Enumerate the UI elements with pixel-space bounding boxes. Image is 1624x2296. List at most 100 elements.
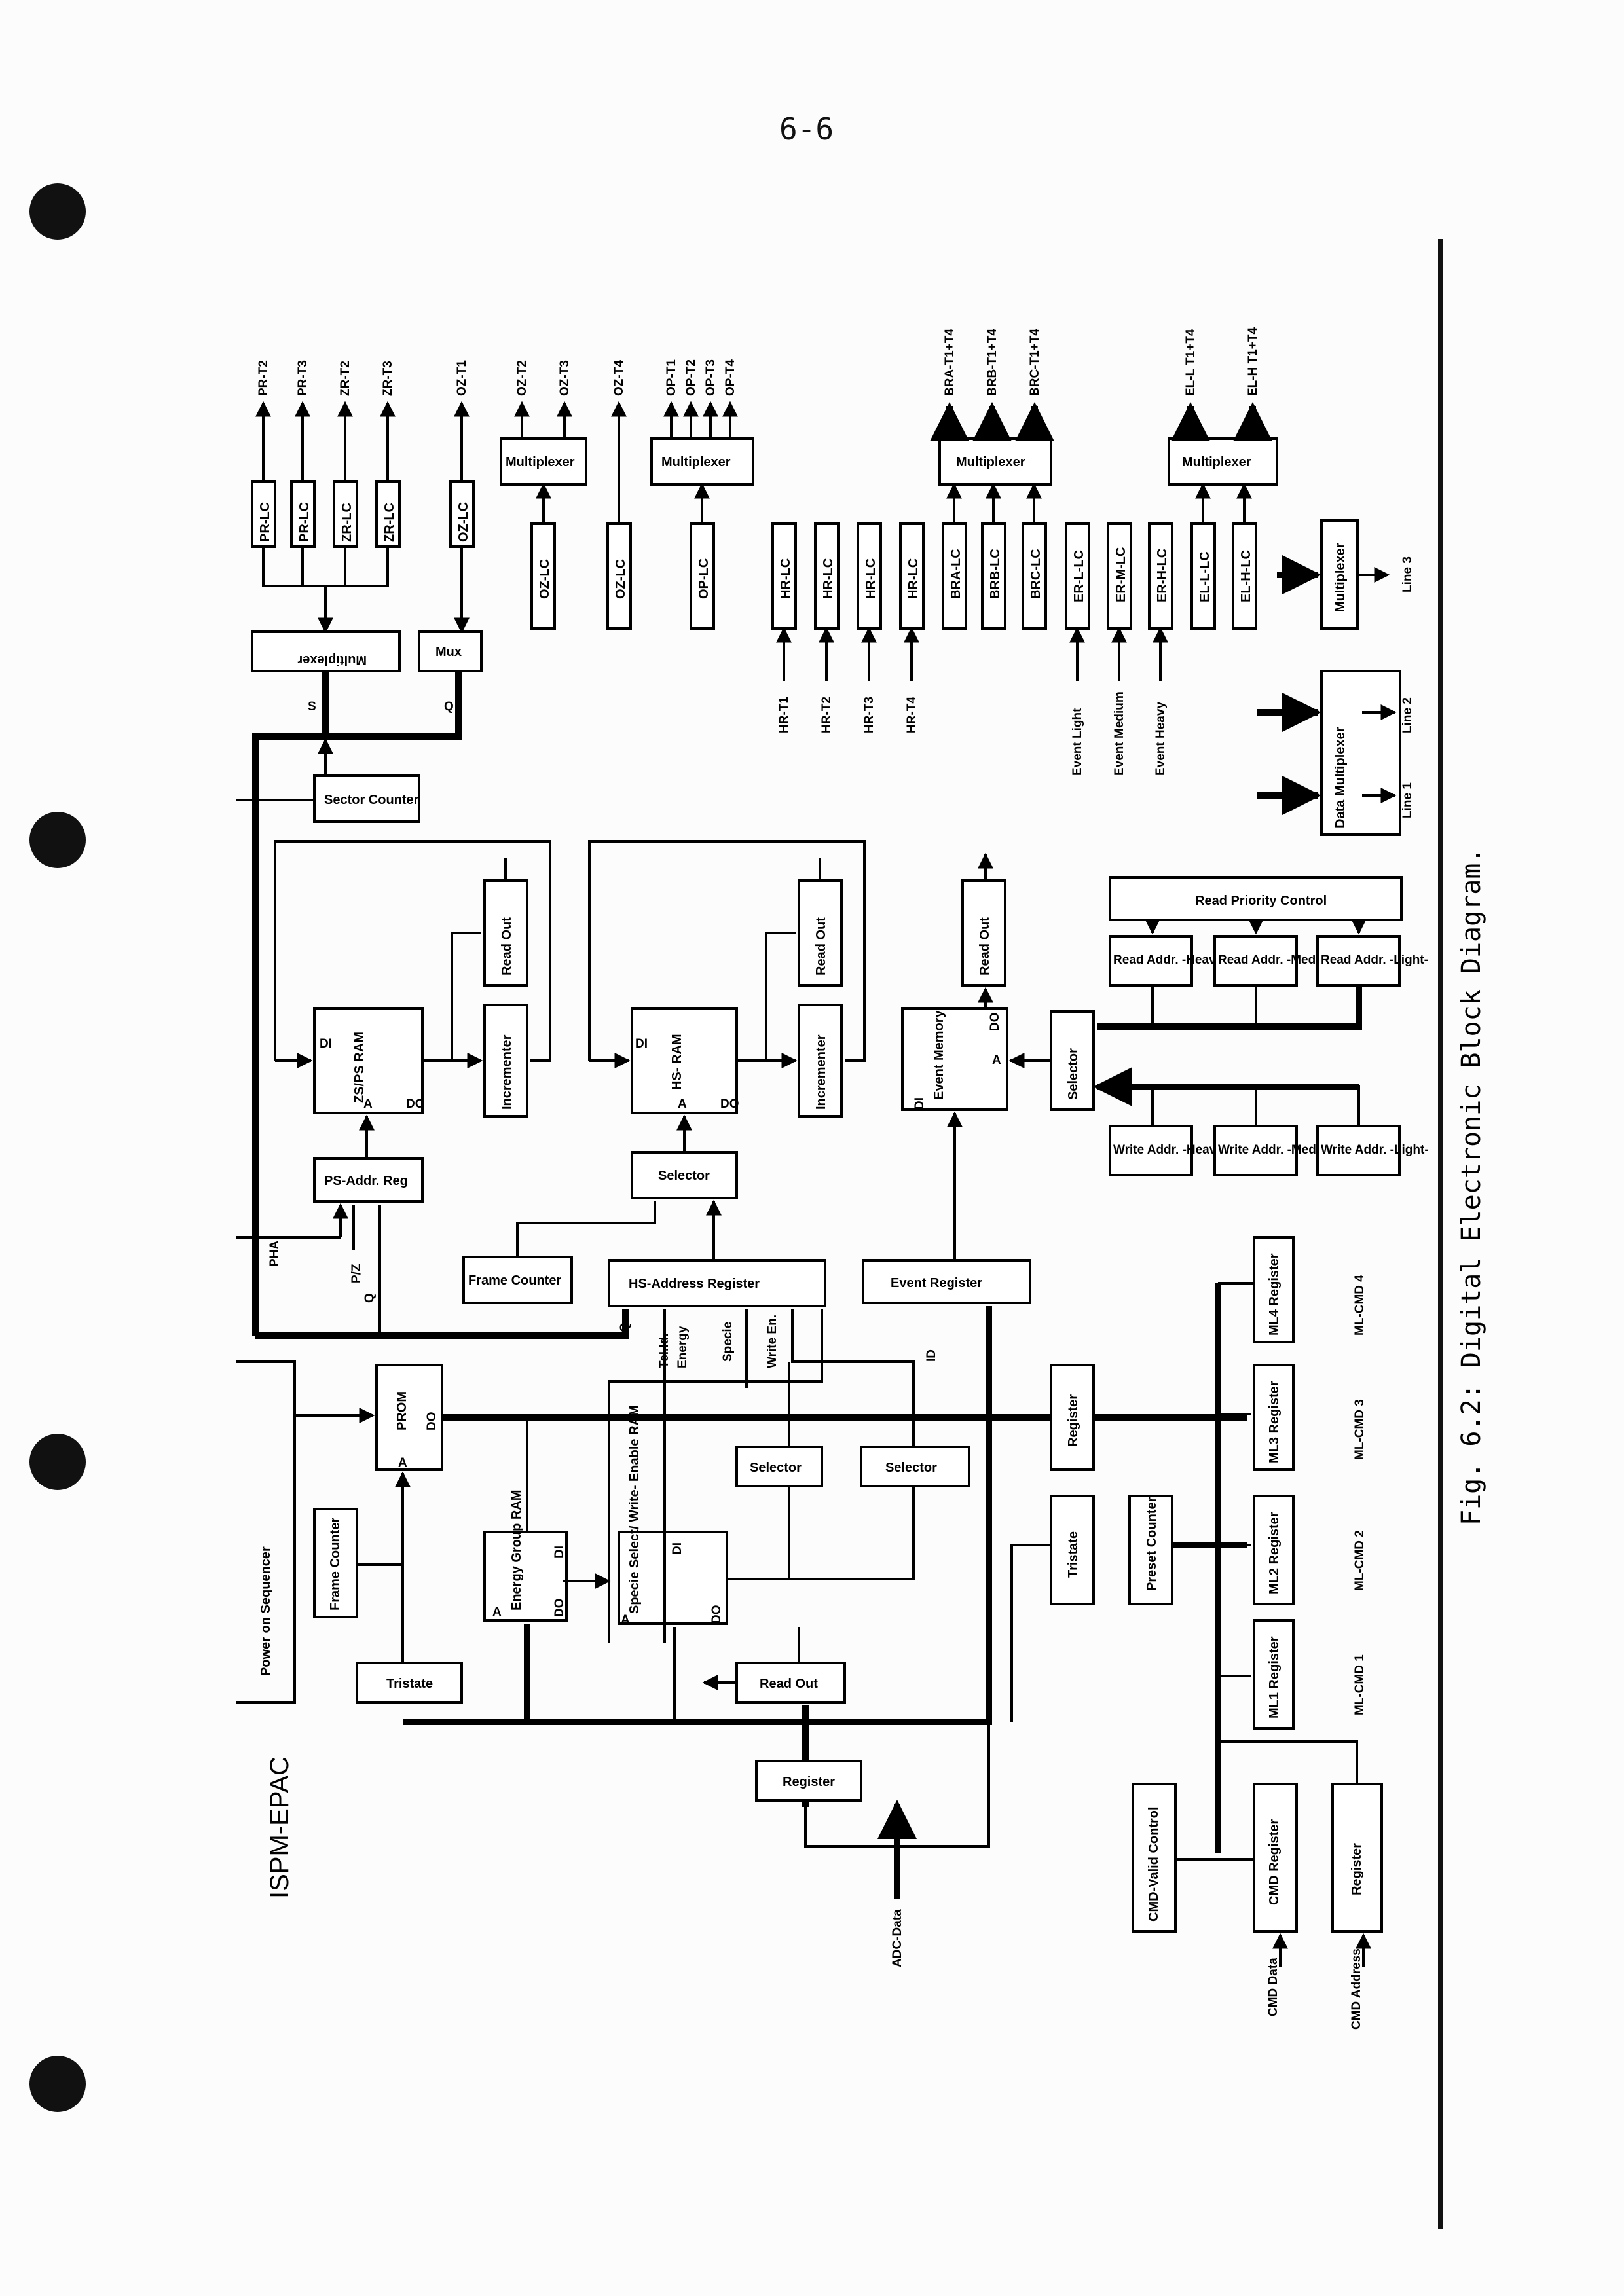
bra-lc xyxy=(942,522,967,630)
ml1-register-label: ML1 Register xyxy=(1267,1636,1282,1719)
multiplexer-el-label: Multiplexer xyxy=(1182,455,1251,469)
pr-zr-group: PR-LC PR-LC ZR-LC ZR-LC PR-T2 PR-T3 ZR-T… xyxy=(251,360,401,672)
power-on-sequencer-label: Power on Sequencer xyxy=(259,1546,273,1676)
frame-counter-2 xyxy=(313,1508,358,1618)
oz-t3-label: OZ-T3 xyxy=(558,360,572,396)
zr-t2-label: ZR-T2 xyxy=(339,361,352,396)
hr-t3-label: HR-T3 xyxy=(862,697,876,733)
diagram-title: ISPM-EPAC xyxy=(265,1757,294,1899)
er-group: ER-L-LC ER-M-LC ER-H-LC Event Light Even… xyxy=(1065,522,1173,776)
event-di: DI xyxy=(913,1097,927,1110)
event-memory-label: Event Memory xyxy=(932,1010,946,1100)
hs-do: DO xyxy=(720,1097,739,1111)
er-h-lc-label: ER-H-LC xyxy=(1155,549,1170,602)
oz-lc-3-label: OZ-LC xyxy=(614,559,628,599)
op-group: Multiplexer OP-T1 OP-T2 OP-T3 OP-T4 OP-L… xyxy=(650,359,754,630)
zsps-a: A xyxy=(363,1097,373,1111)
event-heavy-label: Event Heavy xyxy=(1154,702,1168,776)
oz-t4-label: OZ-T4 xyxy=(612,360,626,396)
el-l-label: EL-L T1+T4 xyxy=(1184,329,1198,396)
zsps-do: DO xyxy=(406,1097,425,1111)
hs-ram-label: HS- RAM xyxy=(670,1034,684,1090)
ml4-register-label: ML4 Register xyxy=(1267,1253,1282,1336)
ml-cmd-1-label: ML-CMD 1 xyxy=(1353,1654,1367,1715)
frame-counter-1-label: Frame Counter xyxy=(468,1273,561,1288)
signal-id: ID xyxy=(925,1349,938,1362)
signal-specie: Specie xyxy=(721,1322,735,1362)
cmd-register-label: CMD Register xyxy=(1267,1819,1282,1905)
sector-counter-label: Sector Counter xyxy=(324,793,419,807)
event-do: DO xyxy=(988,1013,1002,1032)
hr-lc-2-label: HR-LC xyxy=(821,558,836,599)
specie-do: DO xyxy=(710,1605,724,1624)
prom-a: A xyxy=(398,1456,407,1470)
specie-di: DI xyxy=(671,1542,684,1555)
zr-t3-label: ZR-T3 xyxy=(381,361,395,396)
op-lc xyxy=(690,522,715,630)
ml-cmd-3-label: ML-CMD 3 xyxy=(1353,1399,1367,1460)
ml-cmd-4-label: ML-CMD 4 xyxy=(1353,1275,1367,1336)
signal-pz: P/Z xyxy=(350,1264,363,1283)
register-adc-label: Register xyxy=(783,1775,835,1789)
output-mux-group: Multiplexer Line 3 Data Multiplexer Line… xyxy=(1257,519,1414,836)
hr-t2-label: HR-T2 xyxy=(820,697,834,733)
hr-group: HR-LC HR-LC HR-LC HR-LC HR-T1 HR-T2 HR-T… xyxy=(771,522,925,733)
oz-lc-1 xyxy=(449,480,475,548)
punch-hole-1 xyxy=(29,183,86,240)
pr-t2-label: PR-T2 xyxy=(257,360,270,396)
caption-rule xyxy=(1438,239,1443,2229)
tristate-1-label: Tristate xyxy=(386,1677,433,1691)
selector-2-label: Selector xyxy=(885,1461,937,1475)
op-t4-label: OP-T4 xyxy=(724,359,737,396)
prom xyxy=(375,1364,443,1471)
specie-a: A xyxy=(621,1613,630,1627)
er-m-lc-label: ER-M-LC xyxy=(1114,547,1128,602)
pr-t3-label: PR-T3 xyxy=(296,360,310,396)
cmd-address-label: CMD Address xyxy=(1350,1948,1363,2030)
brc-t1-t4-label: BRC-T1+T4 xyxy=(1028,329,1042,396)
line1-label: Line 1 xyxy=(1401,782,1414,818)
hs-a: A xyxy=(678,1097,687,1111)
hr-lc-1-label: HR-LC xyxy=(779,558,793,599)
hs-di: DI xyxy=(635,1037,648,1051)
br-group: Multiplexer BRA-T1+T4 BRB-T1+T4 BRC-T1+T… xyxy=(930,329,1054,630)
cmd-register xyxy=(1253,1783,1298,1933)
hr-lc-3-label: HR-LC xyxy=(864,558,878,599)
er-l-lc-label: ER-L-LC xyxy=(1072,550,1086,602)
read-out-3-label: Read Out xyxy=(978,917,992,975)
hr-lc-2 xyxy=(814,522,840,630)
register-adc xyxy=(755,1760,862,1802)
hs-ram xyxy=(631,1007,738,1114)
tristate-2-label: Tristate xyxy=(1066,1531,1080,1578)
zsps-ram-label: ZS/PS RAM xyxy=(352,1032,367,1103)
hr-lc-4-label: HR-LC xyxy=(906,558,921,599)
el-h-label: EL-H T1+T4 xyxy=(1246,327,1260,396)
signal-write-en: Write En. xyxy=(766,1315,779,1368)
prom-label: PROM xyxy=(395,1391,409,1430)
tristate-1 xyxy=(356,1662,463,1704)
prom-do: DO xyxy=(425,1412,439,1431)
mux-block xyxy=(418,630,483,672)
brb-lc xyxy=(981,522,1006,630)
read-out-4 xyxy=(735,1662,846,1704)
cmd-valid-control-label: CMD-Valid Control xyxy=(1147,1806,1161,1922)
read-out-1-label: Read Out xyxy=(500,917,514,975)
read-addr-light-label: Read Addr. -Light- xyxy=(1321,953,1428,967)
selector-event xyxy=(1050,1010,1095,1111)
punch-hole-2 xyxy=(29,812,86,868)
el-h-lc xyxy=(1232,522,1257,630)
hr-t1-label: HR-T1 xyxy=(777,697,791,733)
op-t3-label: OP-T3 xyxy=(704,359,718,396)
data-multiplexer-label: Data Multiplexer xyxy=(1333,727,1348,828)
pr-lc-1-label: PR-LC xyxy=(258,502,272,542)
signal-s: S xyxy=(308,700,316,714)
ml1-register xyxy=(1253,1619,1295,1730)
energy-group-ram-label: Energy Group RAM xyxy=(509,1490,524,1611)
pr-lc-1 xyxy=(251,480,276,548)
selector-1 xyxy=(735,1446,823,1487)
incrementer-2 xyxy=(798,1004,843,1118)
op-lc-label: OP-LC xyxy=(697,558,711,599)
signal-energy: Energy xyxy=(676,1326,690,1368)
event-memory xyxy=(901,1007,1008,1111)
